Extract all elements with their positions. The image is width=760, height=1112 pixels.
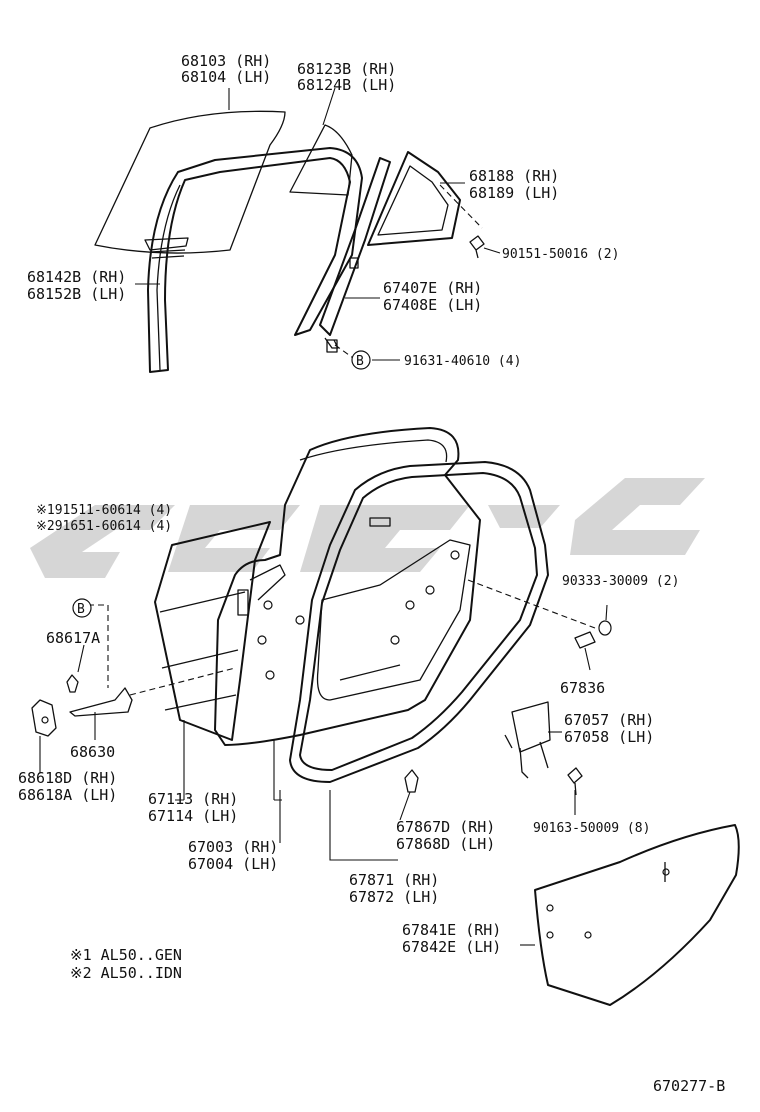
label-90151: 90151-50016 (2): [502, 247, 619, 262]
door-weatherstrip-part: [289, 461, 549, 783]
bracket-part: [31, 699, 57, 737]
label-91511: ※191511-60614 (4): [36, 503, 172, 518]
label-90333: 90333-30009 (2): [562, 574, 679, 589]
label-68103: 68103 (RH): [181, 52, 271, 70]
division-bar-part: [319, 157, 391, 336]
callout-b-upper: B: [356, 354, 364, 369]
label-68618d: 68618D (RH): [18, 769, 117, 787]
label-68630: 68630: [70, 743, 115, 761]
label-68152b: 68152B (LH): [27, 285, 126, 303]
clip-part: [404, 769, 419, 793]
quarter-window-part: [367, 151, 461, 246]
label-68618a: 68618A (LH): [18, 786, 117, 804]
label-68617a: 68617A: [46, 629, 100, 647]
label-67003: 67003 (RH): [188, 838, 278, 856]
glass-run-part: [289, 124, 353, 196]
label-67841e: 67841E (RH): [402, 921, 501, 939]
glass-channel-part: [144, 237, 189, 251]
outer-run-part: [147, 147, 363, 373]
label-67871: 67871 (RH): [349, 871, 439, 889]
glass-assembly-group: [94, 87, 501, 373]
label-67407e: 67407E (RH): [383, 279, 482, 297]
label-67408e: 67408E (LH): [383, 296, 482, 314]
label-67058: 67058 (LH): [564, 728, 654, 746]
hinge-part: [511, 701, 551, 753]
door-glass-part: [94, 110, 286, 254]
plug-part: [574, 631, 596, 649]
label-layer: 68103 (RH) 68104 (LH) 68123B (RH) 68124B…: [18, 52, 725, 1095]
label-68189: 68189 (LH): [469, 184, 559, 202]
label-67842e: 67842E (LH): [402, 938, 501, 956]
check-part: [69, 687, 133, 717]
label-67872: 67872 (LH): [349, 888, 439, 906]
label-67004: 67004 (LH): [188, 855, 278, 873]
label-91651: ※291651-60614 (4): [36, 519, 172, 534]
door-shell-part: [214, 427, 481, 746]
note-2: ※2 AL50..IDN: [70, 964, 182, 982]
label-67868d: 67868D (LH): [396, 835, 495, 853]
label-90163: 90163-50009 (8): [533, 821, 650, 836]
label-67867d: 67867D (RH): [396, 818, 495, 836]
callout-b-lower: B: [77, 602, 85, 617]
diagram-id: 670277-B: [653, 1077, 725, 1095]
label-91631: 91631-40610 (4): [404, 354, 521, 369]
label-67057: 67057 (RH): [564, 711, 654, 729]
label-68188: 68188 (RH): [469, 167, 559, 185]
label-68123b: 68123B (RH): [297, 60, 396, 78]
label-68124b: 68124B (LH): [297, 76, 396, 94]
door-assembly-group: [31, 427, 740, 1006]
label-67114: 67114 (LH): [148, 807, 238, 825]
outer-panel-part: [154, 521, 271, 741]
label-67113: 67113 (RH): [148, 790, 238, 808]
label-67836: 67836: [560, 679, 605, 697]
label-68142b: 68142B (RH): [27, 268, 126, 286]
label-68104: 68104 (LH): [181, 68, 271, 86]
note-1: ※1 AL50..GEN: [70, 946, 182, 964]
service-cover-part: [534, 824, 740, 1006]
